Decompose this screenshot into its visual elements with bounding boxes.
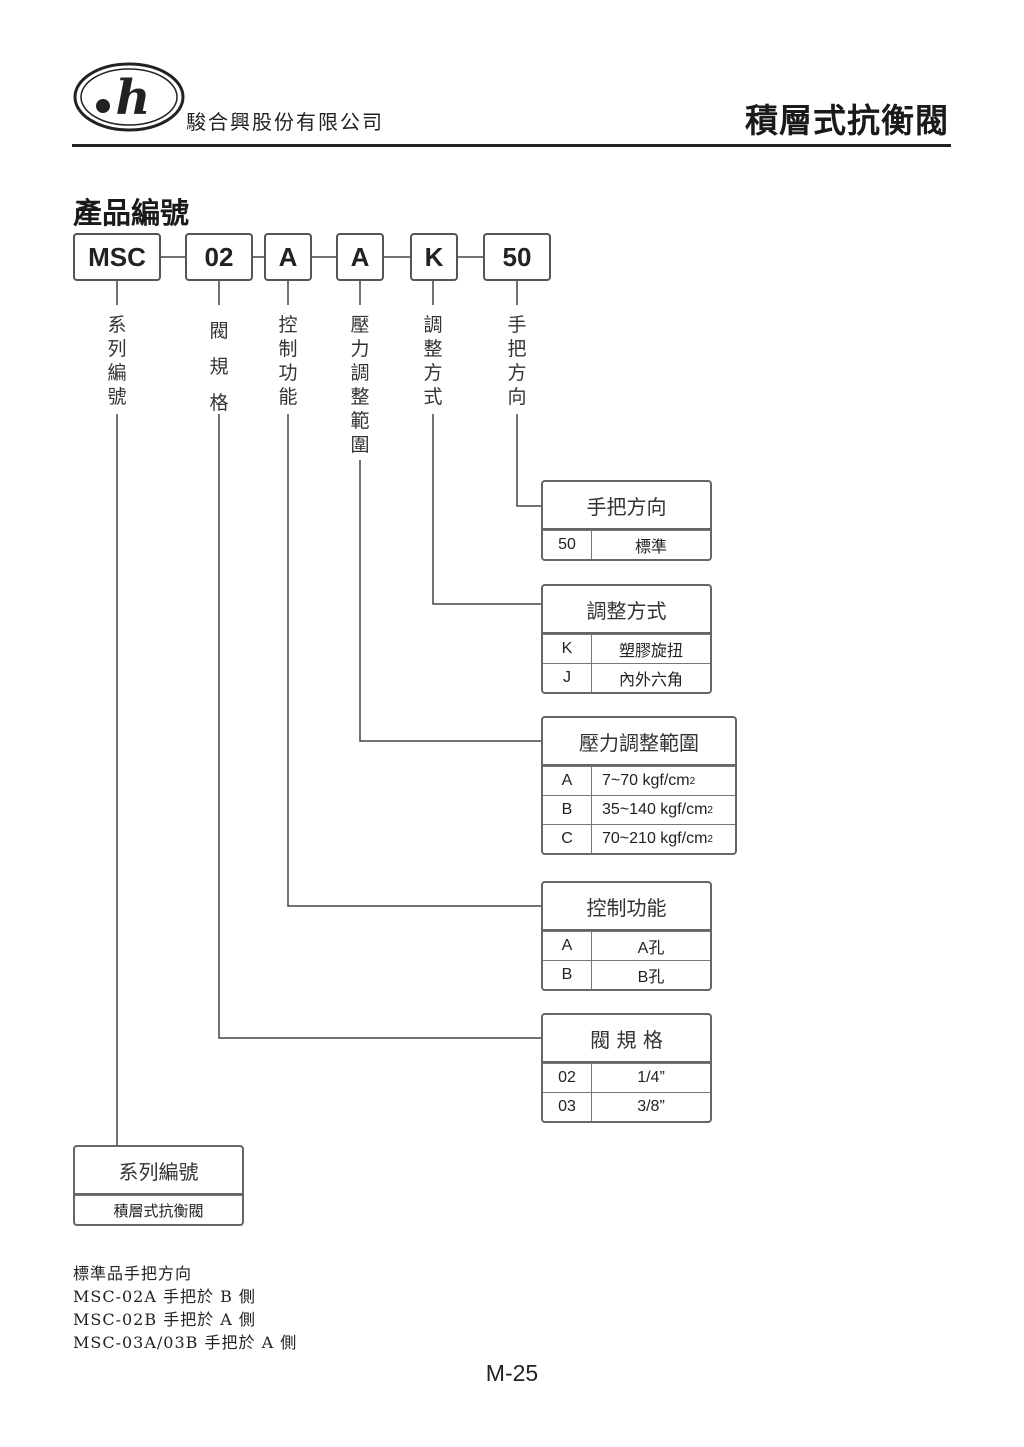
table-series-title: 系列編號 <box>75 1147 242 1195</box>
label-char: 方 <box>423 362 443 384</box>
label-char: 制 <box>278 338 298 360</box>
code-cell: 50 <box>543 531 592 559</box>
company-logo: h <box>73 62 185 132</box>
table-adjust: 調整方式 K 塑膠旋扭 J 內外六角 <box>541 584 712 694</box>
code-segment-adjust: K <box>410 233 458 281</box>
label-char: 調 <box>350 362 370 384</box>
label-char: 壓 <box>350 314 370 336</box>
table-handle: 手把方向 50 標準 <box>541 480 712 561</box>
code-cell: 03 <box>543 1093 592 1121</box>
label-char: 把 <box>507 338 527 360</box>
note-line: MSC-02A 手把於 B 側 <box>73 1287 256 1306</box>
logo-glyph: h <box>116 70 151 126</box>
label-char: 能 <box>278 386 298 408</box>
code-cell: 02 <box>543 1064 592 1092</box>
label-pressure: 壓力調整範圍 <box>345 313 375 457</box>
code-cell: J <box>543 664 592 692</box>
table-adjust-title: 調整方式 <box>543 586 710 634</box>
note-line: MSC-02B 手把於 A 側 <box>73 1310 256 1329</box>
label-char: 手 <box>507 314 527 336</box>
label-char: 整 <box>423 338 443 360</box>
value-cell: 內外六角 <box>618 672 683 689</box>
code-cell: A <box>543 932 592 960</box>
label-control: 控制功能 <box>273 313 303 409</box>
value-cell: 塑膠旋扭 <box>618 643 683 660</box>
value-cell: 積層式抗衡閥 <box>113 1201 204 1220</box>
code-segment-pressure: A <box>336 233 384 281</box>
label-char: 力 <box>350 338 370 360</box>
label-char: 式 <box>423 386 443 408</box>
page-number: M-25 <box>485 1360 539 1386</box>
label-char: 控 <box>278 314 298 336</box>
code-segment-valve-size: 02 <box>185 233 253 281</box>
value-cell: 1/4” <box>637 1069 665 1086</box>
label-handle: 手把方向 <box>502 313 532 409</box>
label-char: 範 <box>350 410 370 432</box>
code-segment-series: MSC <box>73 233 161 281</box>
label-char: 列 <box>107 338 127 360</box>
table-control: 控制功能 A A孔 B B孔 <box>541 881 712 991</box>
company-name: 駿合興股份有限公司 <box>186 110 384 134</box>
document-title: 積層式抗衡閥 <box>745 101 949 140</box>
code-segment-control: A <box>264 233 312 281</box>
label-char: 系 <box>107 314 127 336</box>
label-char: 編 <box>107 362 127 384</box>
label-char: 閥 <box>209 320 229 342</box>
label-char: 調 <box>423 314 443 336</box>
value-cell: 標準 <box>634 539 667 556</box>
value-cell: 3/8” <box>637 1098 665 1115</box>
table-row: B B孔 <box>543 960 710 989</box>
label-char: 方 <box>507 362 527 384</box>
table-row: 02 1/4” <box>543 1063 710 1092</box>
label-char: 功 <box>278 362 298 384</box>
header-rule <box>72 144 951 147</box>
label-adjust: 調整方式 <box>418 313 448 409</box>
code-cell: K <box>543 635 592 663</box>
table-row: 03 3/8” <box>543 1092 710 1121</box>
label-valve-size: 閥規格 <box>204 313 234 421</box>
label-series: 系列編號 <box>102 313 132 409</box>
table-row: 積層式抗衡閥 <box>75 1195 242 1224</box>
table-pressure-title: 壓力調整範圍 <box>543 718 735 766</box>
table-row: K 塑膠旋扭 <box>543 634 710 663</box>
code-cell: B <box>543 796 592 824</box>
table-valve-size: 閥 規 格 02 1/4” 03 3/8” <box>541 1013 712 1123</box>
code-cell: A <box>543 767 592 795</box>
table-row: A A孔 <box>543 931 710 960</box>
code-segment-handle: 50 <box>483 233 551 281</box>
table-valve-size-title: 閥 規 格 <box>543 1015 710 1063</box>
code-cell: C <box>543 825 592 853</box>
notes: 標準品手把方向 MSC-02A 手把於 B 側 MSC-02B 手把於 A 側 … <box>73 1262 297 1354</box>
table-row: 50 標準 <box>543 530 710 559</box>
label-char: 整 <box>350 386 370 408</box>
table-series: 系列編號 積層式抗衡閥 <box>73 1145 244 1226</box>
table-control-title: 控制功能 <box>543 883 710 931</box>
value-cell: B孔 <box>637 969 665 986</box>
note-line: MSC-03A/03B 手把於 A 側 <box>73 1333 298 1352</box>
table-handle-title: 手把方向 <box>543 482 710 530</box>
label-char: 格 <box>209 392 229 414</box>
table-row: J 內外六角 <box>543 663 710 692</box>
section-title: 產品編號 <box>73 196 190 230</box>
label-char: 向 <box>507 386 527 408</box>
label-char: 規 <box>209 356 229 378</box>
label-char: 號 <box>107 386 127 408</box>
label-char: 圍 <box>350 434 370 456</box>
value-cell: A孔 <box>637 940 665 957</box>
code-cell: B <box>543 961 592 989</box>
note-line: 標準品手把方向 <box>73 1264 193 1283</box>
